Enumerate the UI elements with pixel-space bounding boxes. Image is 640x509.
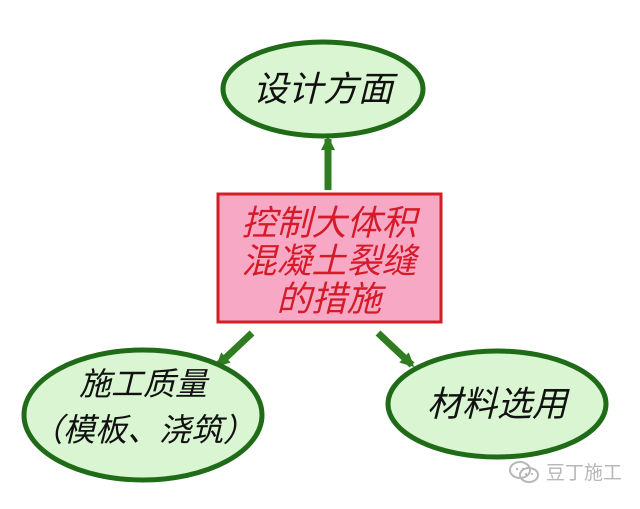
center-label-line-1: 控制大体积 xyxy=(241,204,420,244)
watermark-text: 豆丁施工 xyxy=(545,462,622,484)
right-node-label: 材料选用 xyxy=(427,385,570,425)
connectors xyxy=(215,136,415,368)
right-node-shape xyxy=(385,348,609,460)
left-node-line-2: （模板、浇筑） xyxy=(31,411,255,449)
top-node-label: 设计方面 xyxy=(253,70,398,110)
left-node: 施工质量 （模板、浇筑） xyxy=(21,347,265,483)
watermark: 豆丁施工 xyxy=(508,458,622,485)
arrow-to-right xyxy=(375,330,415,368)
center-label-line-3: 的措施 xyxy=(276,280,386,320)
center-node: 控制大体积 混凝土裂缝 的措施 xyxy=(216,192,443,324)
center-label-line-2: 混凝土裂缝 xyxy=(241,242,420,282)
arrow-to-left xyxy=(215,330,255,368)
wechat-icon xyxy=(508,460,540,484)
right-node: 材料选用 xyxy=(385,348,609,460)
left-node-shape xyxy=(21,347,265,483)
top-node-shape xyxy=(220,39,426,139)
left-node-line-1: 施工质量 xyxy=(79,365,210,403)
top-node: 设计方面 xyxy=(220,39,426,139)
center-box xyxy=(216,192,443,324)
